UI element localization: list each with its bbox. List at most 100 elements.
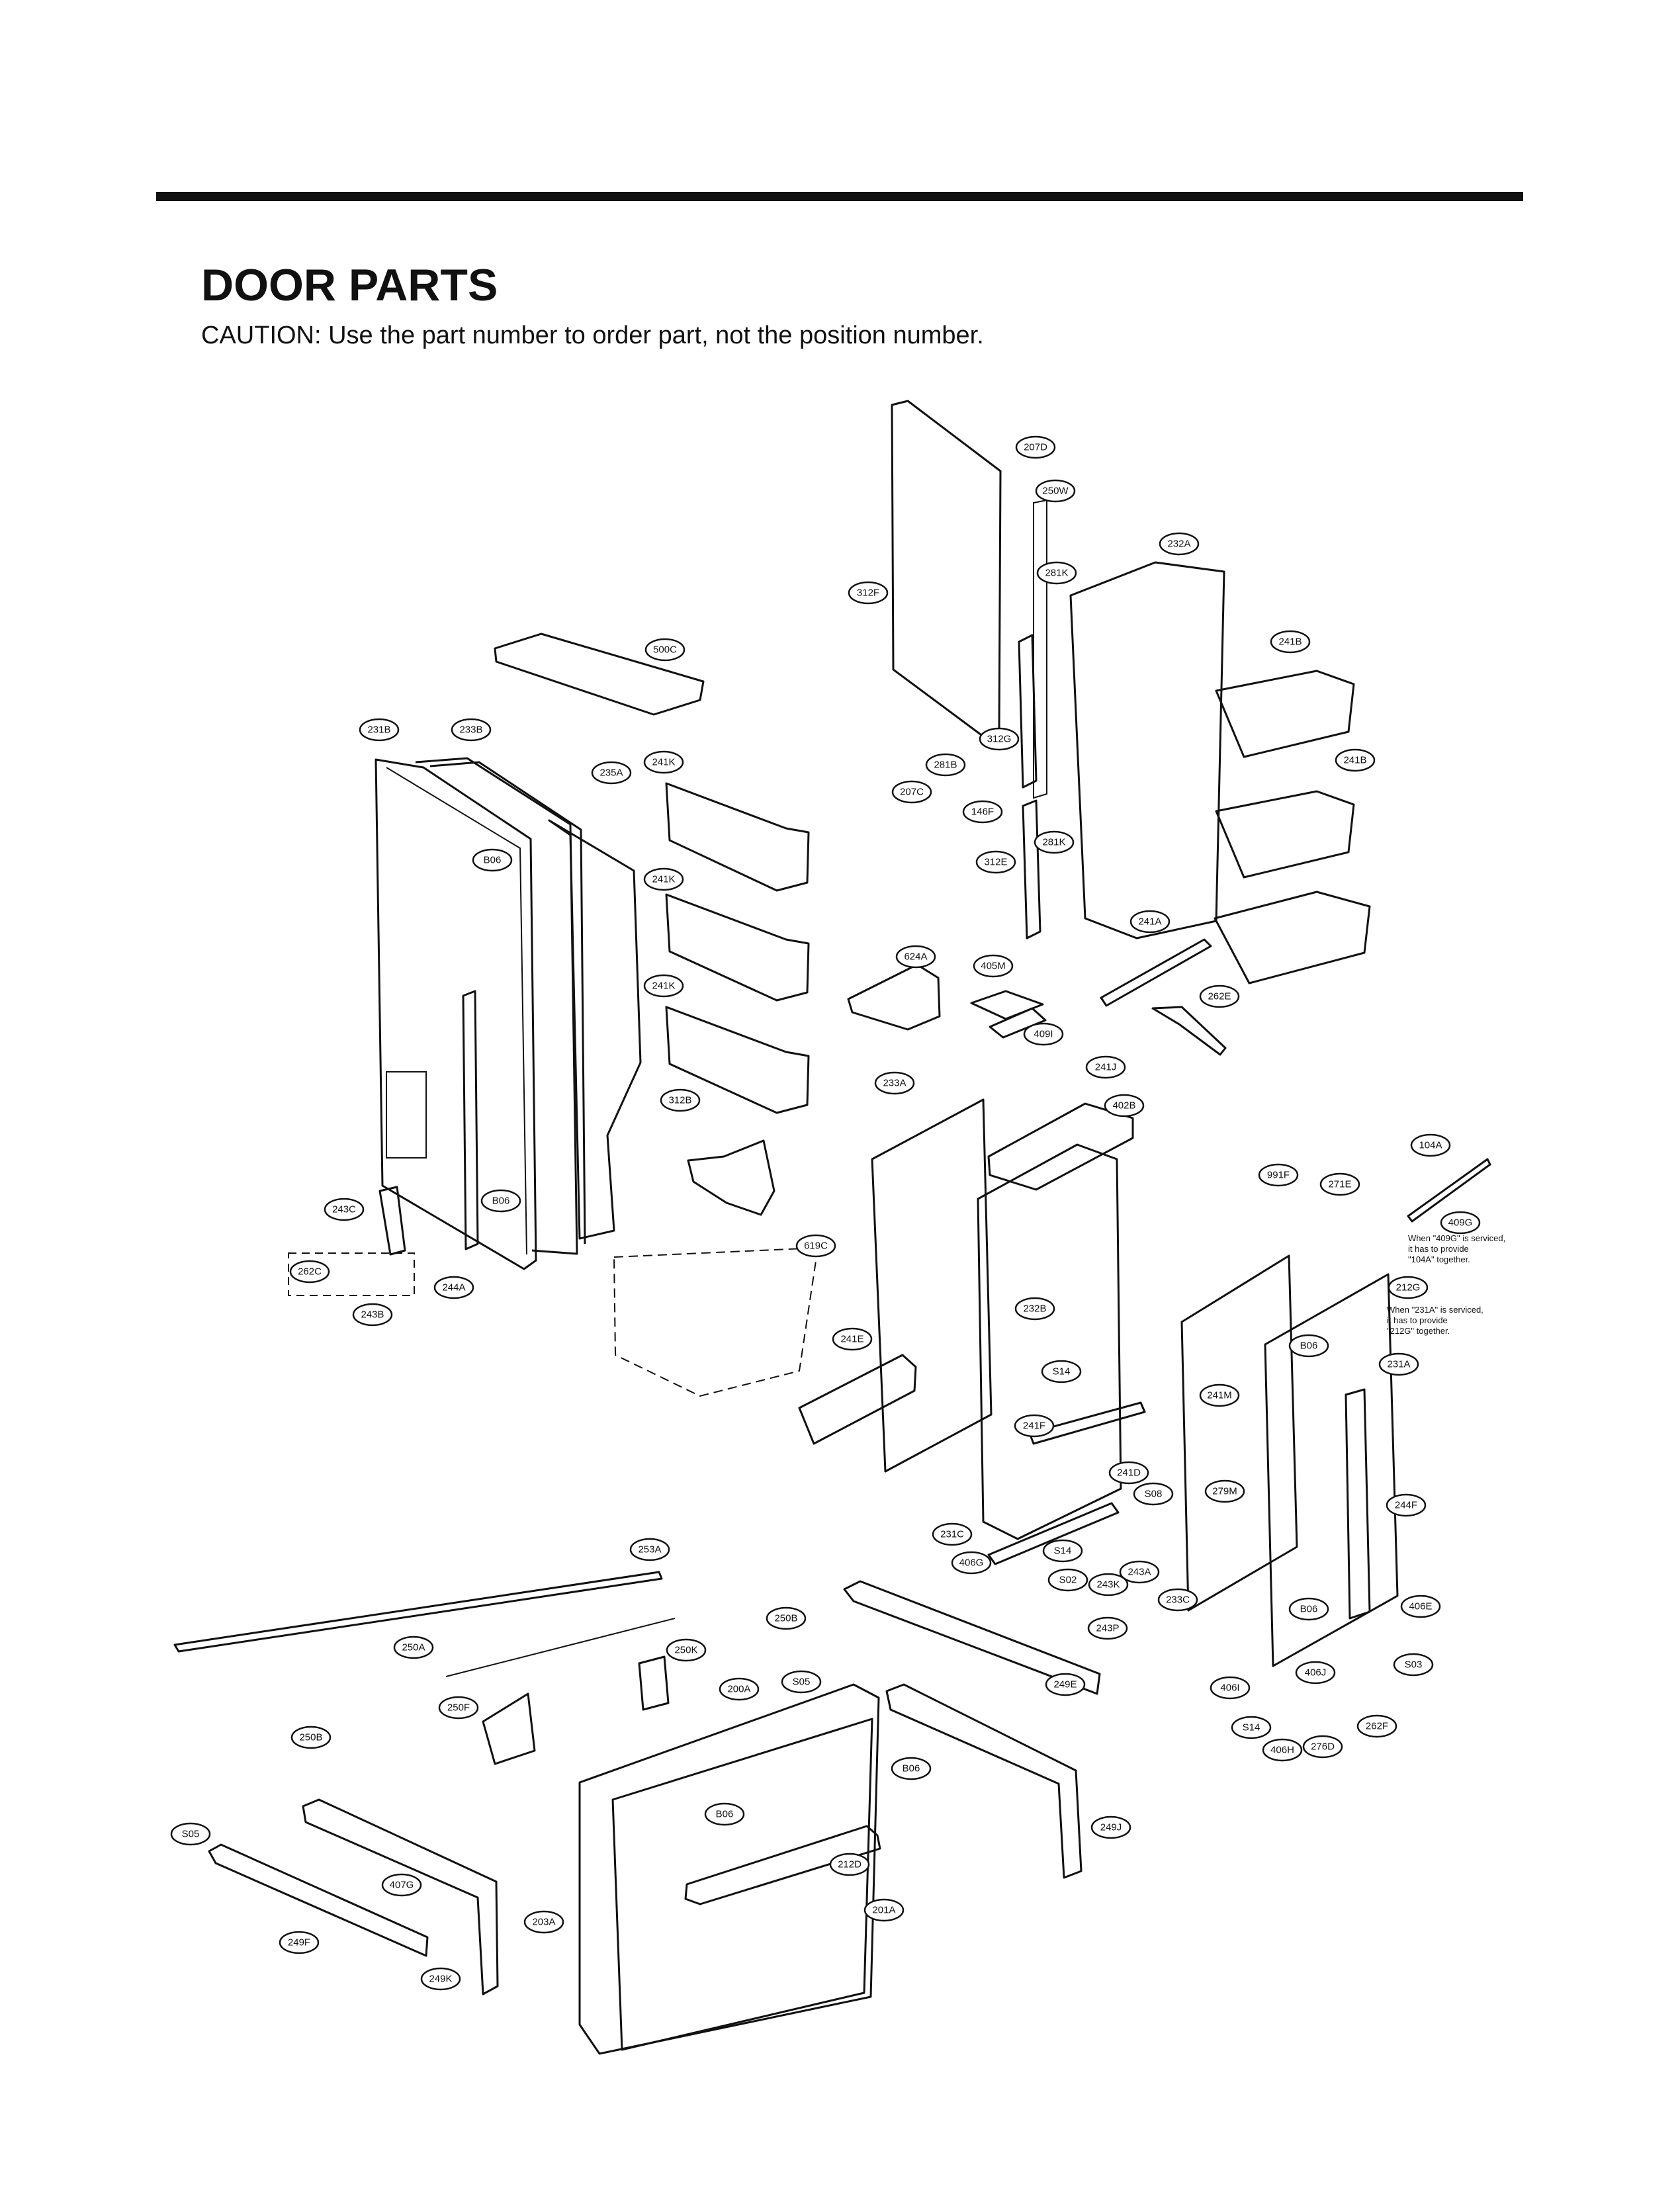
note-409G-line-3: "104A" together. [1408,1254,1470,1264]
callout-oval [643,750,684,774]
callout-label: 250A [402,1642,425,1653]
callout-S14: S14 [1041,1360,1082,1383]
callout-oval [1393,1653,1434,1677]
callout-label: 312F [857,588,879,599]
callout-oval [1295,1661,1336,1685]
left-door-231B [375,758,537,1270]
callout-241M: 241M [1199,1383,1240,1407]
callout-241D: 241D [1108,1461,1149,1485]
callout-250K: 250K [666,1638,707,1662]
callout-oval [352,1303,393,1327]
callout-312E: 312E [975,850,1016,874]
callout-label: 250W [1042,486,1069,497]
callout-250B: 250B [766,1606,807,1630]
callout-212D: 212D [829,1853,870,1876]
callout-label: 253A [638,1544,661,1555]
callout-oval [962,800,1003,824]
callout-oval [1270,630,1311,654]
callout-label: S08 [1145,1489,1163,1500]
callout-oval [1042,1539,1083,1563]
part-312E [1022,799,1041,940]
callout-label: 271E [1328,1179,1351,1190]
callout-oval [1036,561,1077,585]
group-262C-243B [288,1252,415,1296]
callout-212G: 212G [1388,1276,1429,1299]
callout-label: 624A [904,951,927,963]
callout-oval [1157,1588,1198,1612]
callout-253A: 253A [629,1538,670,1561]
callout-B06: B06 [704,1802,745,1826]
callout-oval [781,1670,822,1694]
callout-406I: 406I [1210,1676,1251,1700]
callout-label: 241D [1117,1467,1141,1479]
part-212D [684,1825,881,1905]
callout-label: 241J [1095,1062,1117,1073]
callout-label: 406I [1220,1683,1239,1694]
callout-oval [863,1898,905,1922]
callout-406J: 406J [1295,1661,1336,1685]
callout-241K: 241K [643,974,684,998]
callout-B06: B06 [891,1757,932,1780]
callout-label: 207D [1024,442,1047,453]
callout-276D: 276D [1302,1735,1343,1759]
callout-407G: 407G [381,1873,422,1897]
callout-label: 250F [447,1702,470,1714]
callout-oval [643,974,684,998]
callout-oval [393,1636,434,1659]
callout-232B: 232B [1014,1297,1055,1321]
callout-241A: 241A [1129,910,1171,934]
callout-label: 249E [1053,1679,1077,1690]
callout-label: 281K [1042,837,1065,848]
note-231A-line-1: When "231A" is serviced, [1387,1305,1483,1315]
callout-250W: 250W [1035,479,1076,503]
callout-label: 406H [1270,1745,1294,1756]
callout-oval [1356,1714,1397,1738]
callout-oval [1090,1816,1131,1839]
callout-231B: 231B [359,718,400,742]
callout-241K: 241K [643,750,684,774]
part-262E [1151,1006,1227,1056]
part-249J [885,1683,1083,1879]
callout-label: 244F [1395,1500,1417,1511]
callout-S05: S05 [781,1670,822,1694]
callout-249F: 249F [279,1931,320,1954]
callout-oval [975,850,1016,874]
callout-oval [1440,1211,1481,1235]
callout-oval [829,1853,870,1876]
part-drawings [173,400,1491,2055]
callout-241F: 241F [1014,1414,1055,1438]
callout-249E: 249E [1045,1673,1086,1696]
callout-oval [719,1677,760,1701]
part-250K [638,1655,670,1711]
note-231A: When "231A" is serviced, it has to provi… [1387,1305,1483,1336]
callout-label: 231A [1387,1359,1410,1370]
callout-233C: 233C [1157,1588,1198,1612]
callout-label: 231C [940,1529,964,1540]
part-409I [989,1007,1047,1039]
callout-label: 233C [1166,1595,1190,1606]
callout-oval [1047,1568,1088,1592]
callout-label: B06 [492,1196,510,1207]
callout-S14: S14 [1042,1539,1083,1563]
callout-label: 241B [1343,755,1366,766]
callout-label: 250B [774,1613,797,1624]
callout-312G: 312G [979,727,1020,751]
callout-oval [1388,1276,1429,1299]
part-249F [208,1843,429,1957]
callout-oval [451,718,492,742]
callout-233A: 233A [874,1071,915,1095]
callout-244F: 244F [1386,1493,1427,1517]
callout-oval [1204,1479,1245,1503]
callout-991F: 991F [1258,1163,1299,1187]
callout-B06: B06 [472,848,513,872]
callout-oval [1023,1022,1064,1046]
callout-label: 249J [1100,1822,1122,1833]
callout-label: 232B [1023,1303,1046,1315]
callout-label: S03 [1405,1659,1423,1671]
callout-label: 276D [1311,1741,1335,1753]
callout-B06: B06 [480,1189,521,1213]
part-250F [482,1692,536,1765]
callout-409I: 409I [1023,1022,1064,1046]
callout-oval [932,1522,973,1546]
